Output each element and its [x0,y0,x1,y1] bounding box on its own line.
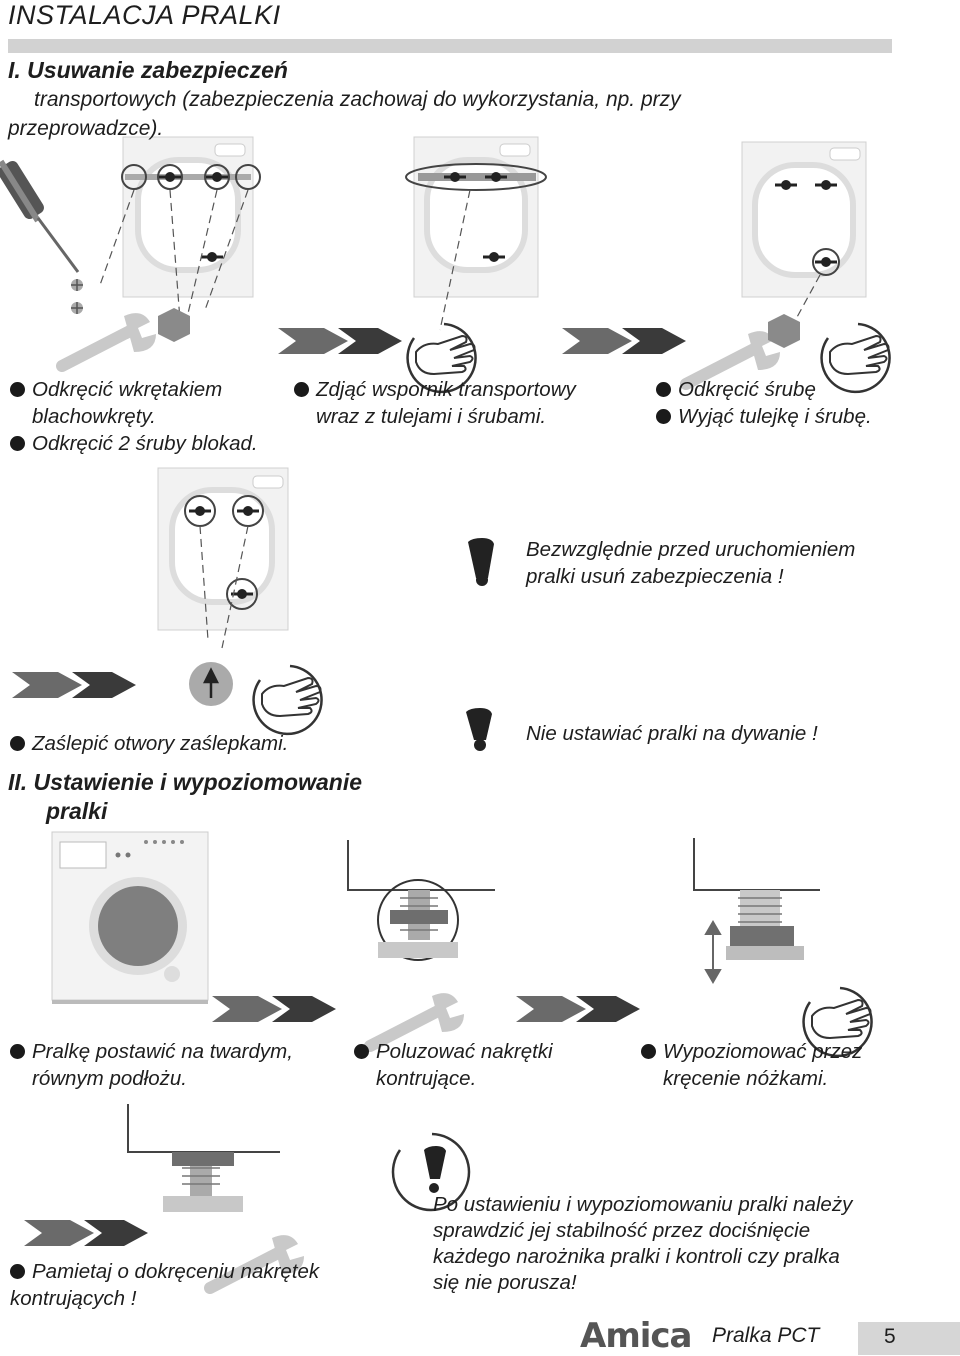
double-arrow-icon [516,996,640,1022]
adjustable-foot-icon [347,840,495,961]
nut-icon [768,314,800,348]
bullet-icon [354,1044,369,1059]
step-b-row2: Poluzować nakrętki kontrujące. [354,1038,553,1092]
adjustable-foot-icon [127,1104,280,1212]
model-name: Pralka PCT [712,1324,820,1347]
machine-back-3 [741,141,867,331]
adjustable-foot-icon [693,838,820,984]
section2-heading: II. Ustawienie i wypoziomowanie pralki [8,768,362,826]
plug-icon [189,662,233,706]
machine-back-2 [405,136,547,331]
step-text: kręcenie nóżkami. [663,1067,829,1090]
bullet-icon [641,1044,656,1059]
section1-line2: transportowych (zabezpieczenia zachowaj … [34,88,681,111]
exclamation-icon [468,538,494,586]
section1-heading: I. Usuwanie zabezpieczeń transportowych … [8,56,681,143]
page-number-bar [858,1322,960,1355]
step-text: blachowkręty. [32,405,156,428]
double-arrow-icon [24,1220,148,1246]
section2-line2: pralki [46,798,108,824]
warning-stability: Po ustawieniu i wypoziomowaniu pralki na… [433,1192,852,1296]
step-a-row1: Odkręcić wkrętakiem blachowkręty. Odkręc… [10,376,258,457]
step-c-row2: Wypoziomować przez kręcenie nóżkami. [641,1038,862,1092]
section2-line1: II. Ustawienie i wypoziomowanie [8,769,363,795]
bullet-icon [10,1264,25,1279]
step-text: Wyjąć tulejkę i śrubę. [678,405,872,428]
section1-line1: I. Usuwanie zabezpieczeń [8,57,288,83]
step-text: Poluzować nakrętki [376,1040,553,1063]
step-text: Zdjąć wspornik transportowy [316,378,576,401]
warning-text: Bezwzględnie przed uruchomieniem [526,538,856,561]
bullet-icon [656,382,671,397]
warning-text: każdego narożnika pralki i kontroli czy … [433,1245,840,1268]
step-text: kontrujących ! [10,1287,137,1310]
exclamation-icon [466,708,492,751]
step-a-row2: Pralkę postawić na twardym, równym podło… [10,1038,293,1092]
page-number: 5 [884,1325,896,1348]
warning-text: pralki usuń zabezpieczenia ! [526,565,784,588]
step-tighten: Pamietaj o dokręceniu nakrętek kontrując… [10,1258,319,1312]
washing-machine-icon [51,831,209,1004]
step-text: Odkręcić wkrętakiem [32,378,223,401]
step-text: Odkręcić 2 śruby blokad. [32,432,258,455]
step-text: Odkręcić śrubę [678,378,816,401]
wrench-icon [62,313,156,366]
bullet-icon [294,382,309,397]
machine-back-1 [99,136,261,323]
warning-remove-locks: Bezwzględnie przed uruchomieniem pralki … [526,536,855,590]
nut-icon [158,308,190,342]
screwdriver-icon [0,159,83,314]
bullet-icon [656,409,671,424]
step-text: wraz z tulejami i śrubami. [316,405,547,428]
bullet-icon [10,736,25,751]
hand-icon [252,664,323,736]
double-arrow-icon [562,328,686,354]
double-arrow-icon [12,672,136,698]
warning-text: Po ustawieniu i wypoziomowaniu pralki na… [433,1193,853,1216]
step-text: Pamietaj o dokręceniu nakrętek [32,1260,320,1283]
step-plugs: Zaślepić otwory zaślepkami. [10,730,288,757]
title-rule [8,39,892,53]
bullet-icon [10,1044,25,1059]
warning-carpet: Nie ustawiać pralki na dywanie ! [526,722,818,745]
double-arrow-icon [212,996,336,1022]
step-text: kontrujące. [376,1067,477,1090]
double-arrow-icon [278,328,402,354]
bullet-icon [10,436,25,451]
step-c-row1: Odkręcić śrubę Wyjąć tulejkę i śrubę. [656,376,872,430]
step-text: równym podłożu. [32,1067,187,1090]
step-b-row1: Zdjąć wspornik transportowy wraz z tulej… [294,376,576,430]
step-text: Zaślepić otwory zaślepkami. [32,732,289,755]
exclamation-icon [391,1132,471,1212]
page-title: INSTALACJA PRALKI [8,0,281,30]
warning-text: się nie porusza! [433,1271,577,1294]
section1-line3: przeprowadzce). [8,117,164,140]
bullet-icon [10,382,25,397]
step-text: Pralkę postawić na twardym, [32,1040,293,1063]
step-text: Wypoziomować przez [663,1040,863,1063]
warning-text: sprawdzić jej stabilność przez dociśnięc… [433,1219,811,1242]
machine-back-4 [157,467,289,649]
brand-logo: Amica [580,1316,692,1356]
